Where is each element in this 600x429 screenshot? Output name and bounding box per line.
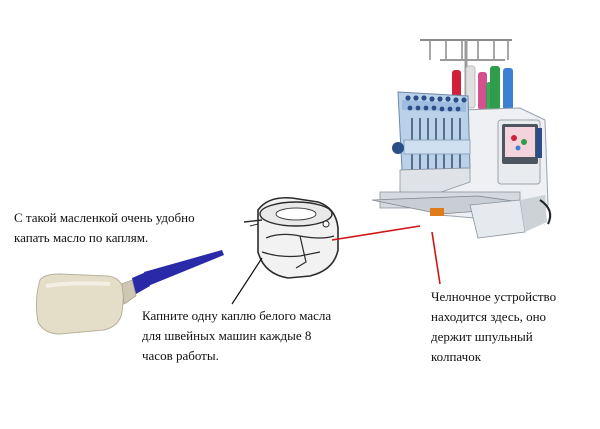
- hook-location-caption: Челночное устройство находится здесь, он…: [431, 289, 557, 364]
- oil-bottle-icon: [35, 250, 224, 335]
- oil-drop-caption: Капните одну каплю белого масла для швей…: [142, 308, 332, 363]
- rotary-hook-icon: [243, 196, 339, 279]
- embroidery-machine-icon: [371, 39, 552, 239]
- oiler-caption: С такой масленкой очень удобно капать ма…: [14, 210, 195, 245]
- callout-lines: [231, 225, 441, 305]
